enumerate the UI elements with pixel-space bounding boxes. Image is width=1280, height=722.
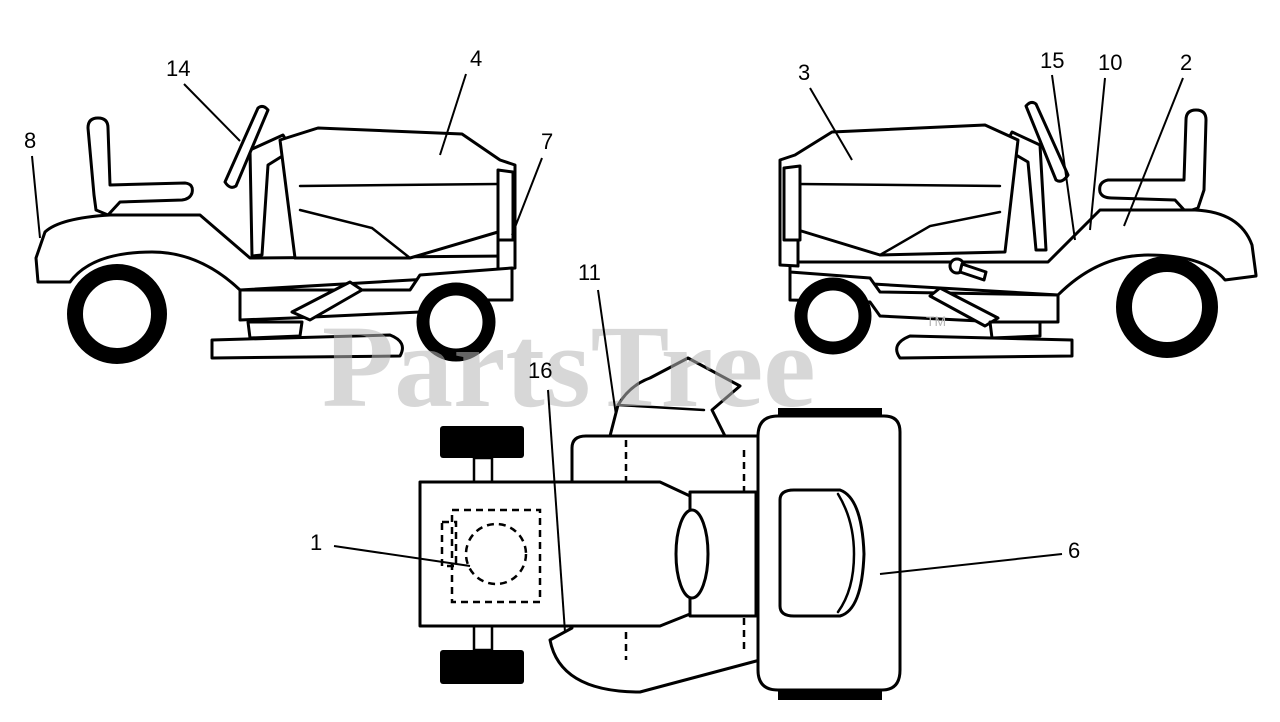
left-hood bbox=[278, 126, 517, 272]
callout-3: 3 bbox=[798, 60, 810, 85]
top-engine-outline bbox=[450, 508, 542, 604]
callout-14: 14 bbox=[166, 56, 190, 81]
left-steering-wheel bbox=[223, 104, 270, 189]
top-seat bbox=[778, 488, 866, 618]
callout-11: 11 bbox=[578, 260, 601, 285]
right-steering-column bbox=[1002, 130, 1048, 252]
left-grille bbox=[496, 168, 515, 242]
tractor-top-view bbox=[418, 356, 902, 700]
left-mower-deck bbox=[210, 333, 404, 360]
right-rear-fender bbox=[788, 208, 1258, 297]
tractor-right-side-view bbox=[778, 100, 1258, 360]
top-front-left-wheel bbox=[440, 426, 524, 458]
left-footrest bbox=[290, 280, 364, 322]
callouts: 14 4 7 8 3 15 10 2 11 16 1 6 bbox=[24, 46, 1192, 563]
callout-8: 8 bbox=[24, 128, 36, 153]
callout-7: 7 bbox=[541, 129, 553, 154]
left-seat bbox=[86, 116, 194, 217]
callout-15: 15 bbox=[1040, 48, 1064, 73]
right-mower-deck bbox=[895, 334, 1074, 360]
right-front-wheel bbox=[794, 277, 872, 355]
callout-1: 1 bbox=[310, 530, 322, 555]
watermark: PartsTree TM bbox=[322, 301, 946, 432]
leader-lines bbox=[31, 73, 1184, 633]
right-grille bbox=[782, 164, 802, 242]
tractor-left-side-view bbox=[34, 104, 517, 364]
left-steering-column bbox=[248, 133, 294, 258]
top-front-right-wheel bbox=[440, 650, 524, 684]
left-front-wheel bbox=[416, 282, 496, 362]
top-discharge-chute bbox=[608, 356, 742, 438]
left-rear-fender bbox=[34, 213, 514, 292]
watermark-text: PartsTree bbox=[322, 301, 816, 432]
right-seat bbox=[1098, 108, 1208, 214]
watermark-trademark: TM bbox=[926, 313, 946, 329]
callout-2: 2 bbox=[1180, 50, 1192, 75]
right-hood bbox=[778, 123, 1020, 268]
callout-16: 16 bbox=[528, 358, 552, 383]
callout-4: 4 bbox=[470, 46, 482, 71]
callout-6: 6 bbox=[1068, 538, 1080, 563]
callout-10: 10 bbox=[1098, 50, 1122, 75]
right-steering-wheel bbox=[1024, 100, 1070, 183]
left-rear-wheel bbox=[67, 264, 167, 364]
right-rear-wheel bbox=[1116, 256, 1218, 358]
